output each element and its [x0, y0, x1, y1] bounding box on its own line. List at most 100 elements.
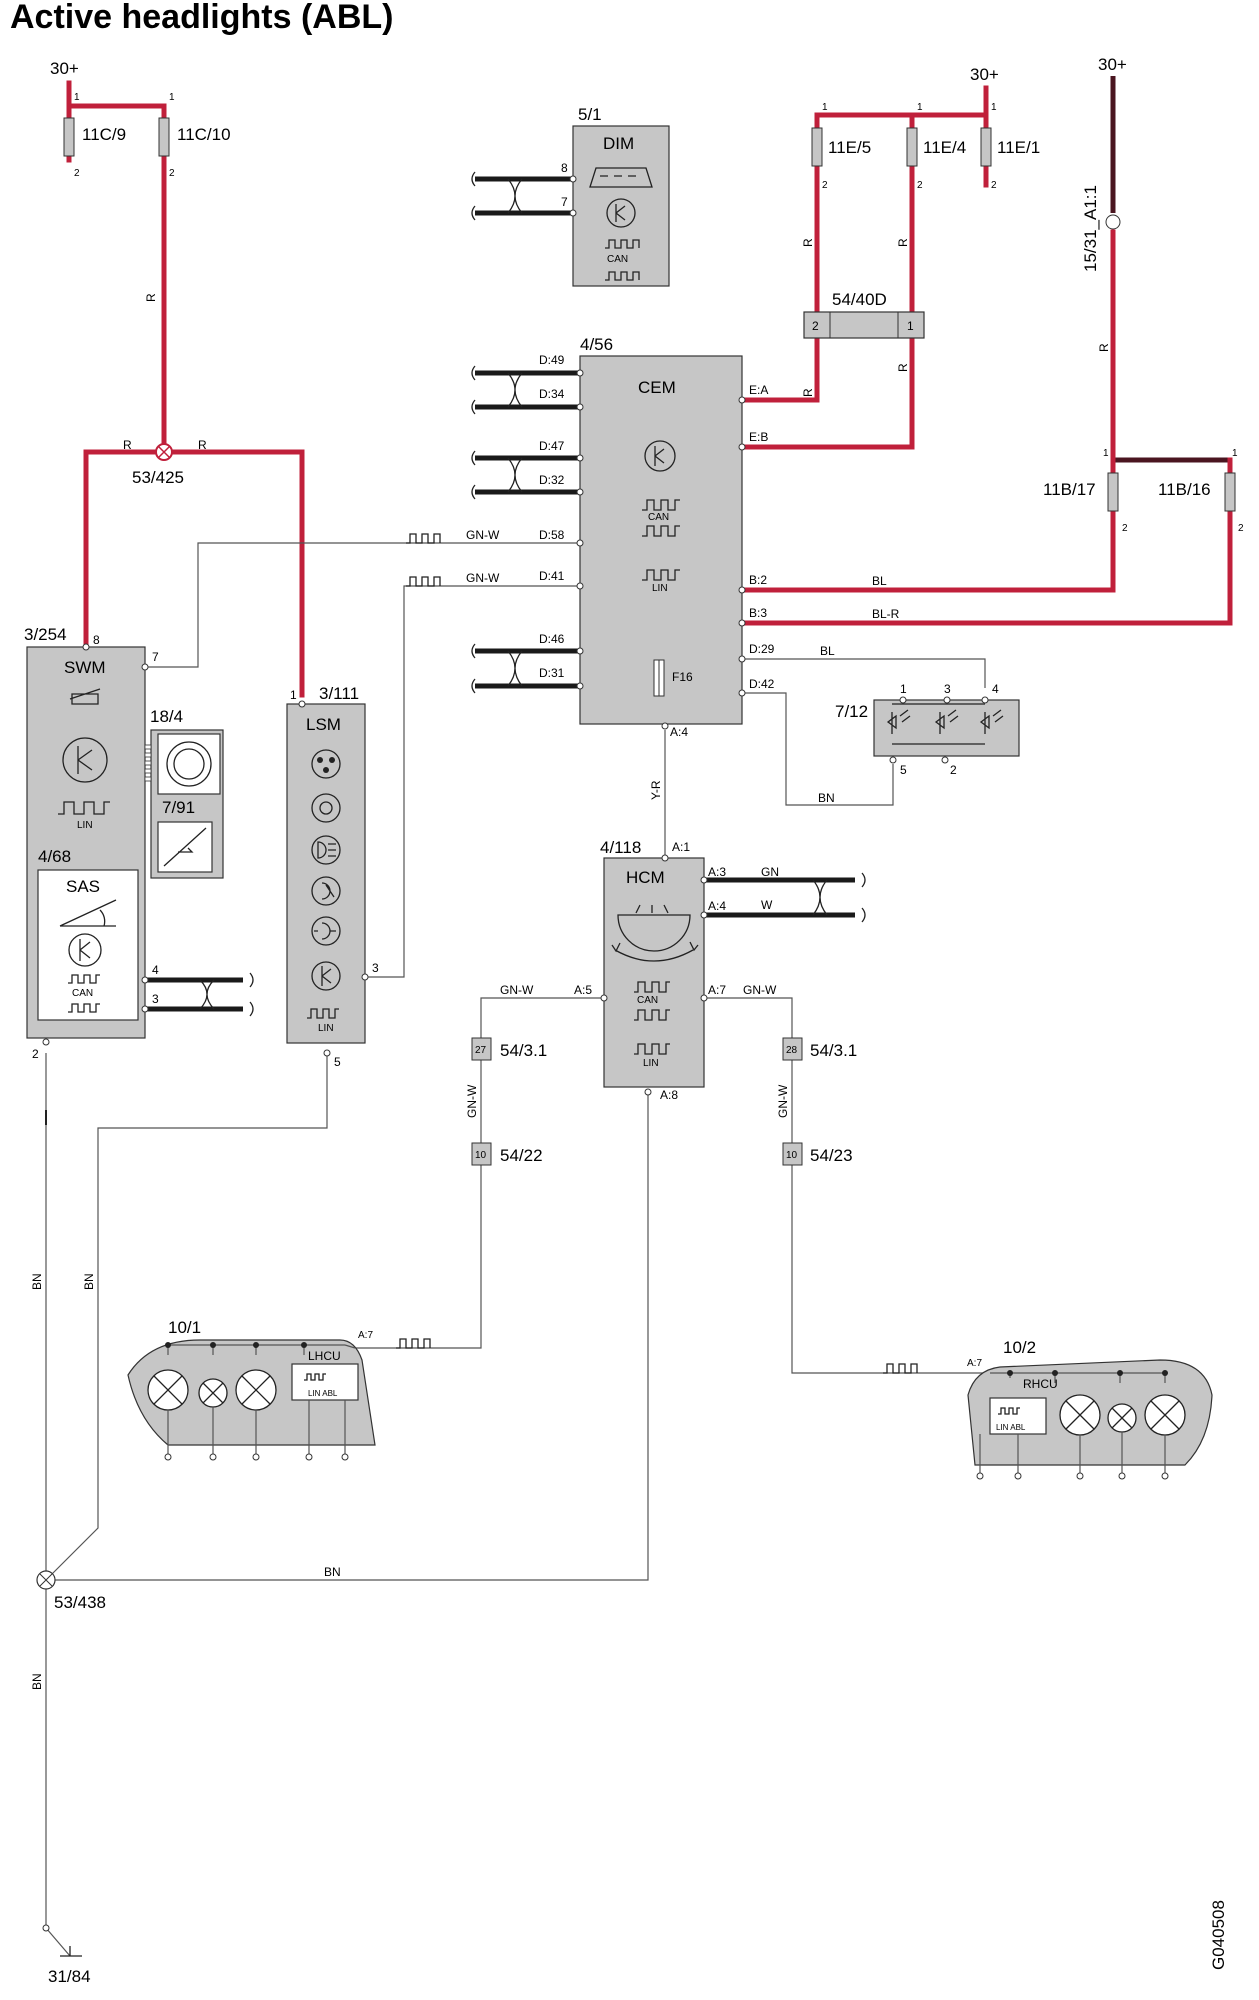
connector-54-22: 54/22: [500, 1146, 543, 1165]
pins-p2-label: 2: [917, 180, 923, 191]
wire-colors-bn-label: BN: [818, 791, 835, 805]
module-18-4-id: 18/4: [150, 707, 183, 726]
pins-d41-label: D:41: [539, 569, 565, 583]
diagram-title: Active headlights (ABL): [10, 0, 393, 36]
connector-54-3-1-right: 54/3.1: [810, 1041, 857, 1060]
pins-p5-label: 5: [900, 763, 907, 777]
drawing-number: G040508: [1209, 1900, 1228, 1970]
inline-connectors: 27 10 28 10: [471, 1037, 803, 1166]
wire-color-labels: R R R R R R R R BL BL-R BL BN GN-W GN-W …: [30, 238, 1111, 1690]
fuses: [63, 117, 1236, 512]
modules-sas-can-label: CAN: [72, 988, 93, 999]
wire-colors-r-label: R: [801, 238, 815, 247]
pins-p1-label: 1: [991, 102, 997, 113]
wire-colors-bn-label: BN: [30, 1673, 44, 1690]
batt-label-left: 30+: [50, 59, 79, 78]
pins-d31-label: D:31: [539, 666, 565, 680]
fuse-11e5: [811, 127, 823, 167]
wire-colors-bn-label: BN: [324, 1565, 341, 1579]
fuse-11e4-label: 11E/4: [923, 138, 966, 157]
fuse-pin-numbers: 1 2 1 2 1 2 1 2 1 2 1 2 1 2: [74, 92, 1244, 534]
pins-p1-label: 1: [1232, 448, 1238, 459]
wire-colors-gnw-label: GN-W: [500, 983, 534, 997]
wire-colors-bn-label: BN: [82, 1273, 96, 1290]
modules-hcm-can-label: CAN: [637, 995, 658, 1006]
fuse-11c10: [158, 117, 170, 157]
pins-a3-label: A:3: [708, 865, 726, 879]
wire-colors-gnw-label: GN-W: [466, 571, 500, 585]
signal-pulse-icon: [406, 576, 441, 587]
modules-cem-can-label: CAN: [648, 512, 669, 523]
module-lsm-id: 3/111: [319, 684, 359, 703]
pins-p3-label: 3: [152, 992, 159, 1006]
pins-p3-label: 3: [372, 961, 379, 975]
pins-d42-label: D:42: [749, 677, 775, 691]
wire-colors-bl-label: BL: [820, 644, 835, 658]
connector-54-23: 54/23: [810, 1146, 853, 1165]
pins-d46-label: D:46: [539, 632, 565, 646]
fuse-11c9-label: 11C/9: [82, 125, 126, 144]
pins-d29-label: D:29: [749, 642, 775, 656]
pins-p7-label: 7: [561, 195, 568, 209]
ground-symbol: [42, 1924, 82, 1957]
wire-colors-r-label: R: [144, 293, 158, 302]
wire-colors-r-label: R: [896, 238, 910, 247]
modules-lhcu-sub-label: LIN ABL: [308, 1389, 338, 1398]
connectors-pin10b-label: 10: [786, 1150, 798, 1161]
fuse-11b16-label: 11B/16: [1158, 480, 1211, 499]
connector-54-40d: 2 1: [803, 311, 925, 339]
modules-hcm-lin-label: LIN: [643, 1058, 659, 1069]
pins-ea-label: E:A: [749, 383, 768, 397]
connectors-pin28-label: 28: [786, 1045, 798, 1056]
splice-53-425-label: 53/425: [132, 468, 184, 487]
pins-a5-label: A:5: [574, 983, 592, 997]
pins-a8-label: A:8: [660, 1088, 678, 1102]
fuse-11c9: [63, 117, 75, 157]
module-dim-id: 5/1: [578, 105, 602, 124]
pins-d58-label: D:58: [539, 528, 565, 542]
modules-cem-lin-label: LIN: [652, 583, 668, 594]
fuse-11b17-label: 11B/17: [1043, 480, 1096, 499]
module-18-4: [144, 729, 224, 879]
pins-p3-label: 3: [944, 682, 951, 696]
modules-swm-lin-label: LIN: [77, 820, 93, 831]
pins-p8-label: 8: [93, 633, 100, 647]
wire-colors-bl-label: BL: [872, 574, 887, 588]
splice-53-425: [155, 443, 173, 461]
pins-d47-label: D:47: [539, 439, 565, 453]
modules-swm-name-label: SWM: [64, 658, 106, 677]
pins-p2-label: 2: [74, 168, 80, 179]
wire-colors-gnw-label: GN-W: [743, 983, 777, 997]
pins-d32-label: D:32: [539, 473, 565, 487]
pins-a7-label: A:7: [708, 983, 726, 997]
wire-colors-w-label: W: [761, 898, 773, 912]
pins-p2-label: 2: [822, 180, 828, 191]
pins-eb-label: E:B: [749, 430, 768, 444]
pins-a7-label: A:7: [967, 1358, 982, 1369]
fuse-11e1: [980, 127, 992, 167]
twist-markers: [199, 171, 866, 1017]
pins-p1-label: 1: [290, 688, 297, 702]
pins-p5-label: 5: [334, 1055, 341, 1069]
pins-b2-label: B:2: [749, 573, 767, 587]
fuse-11e1-label: 11E/1: [997, 138, 1040, 157]
power-wires: [66, 76, 1233, 698]
fuse-11b16: [1224, 472, 1236, 512]
wire-colors-gn-label: GN: [761, 865, 779, 879]
module-rhcu-id: 10/2: [1003, 1338, 1036, 1357]
wire-colors-gnw-label: GN-W: [465, 1084, 479, 1118]
module-rhcu-name: RHCU: [1023, 1377, 1058, 1391]
ground-label: 31/84: [48, 1967, 91, 1986]
cem-pin-labels: D:49 D:34 D:47 D:32 D:58 D:41 D:46 D:31 …: [539, 353, 775, 739]
pins-p4-label: 4: [992, 682, 999, 696]
pins-p1-label: 1: [917, 102, 923, 113]
modules-rhcu-sub-label: LIN ABL: [996, 1423, 1026, 1432]
module-sas: [37, 869, 139, 1021]
pins-p2-label: 2: [812, 319, 819, 333]
connectors-pin27-label: 27: [475, 1045, 487, 1056]
ign-connector: [1105, 214, 1121, 230]
pins-p2-label: 2: [1122, 523, 1128, 534]
wire-colors-gnw-label: GN-W: [776, 1084, 790, 1118]
splice-53-438-label: 53/438: [54, 1593, 106, 1612]
module-swm: SWM LIN SAS CAN: [26, 643, 149, 1046]
